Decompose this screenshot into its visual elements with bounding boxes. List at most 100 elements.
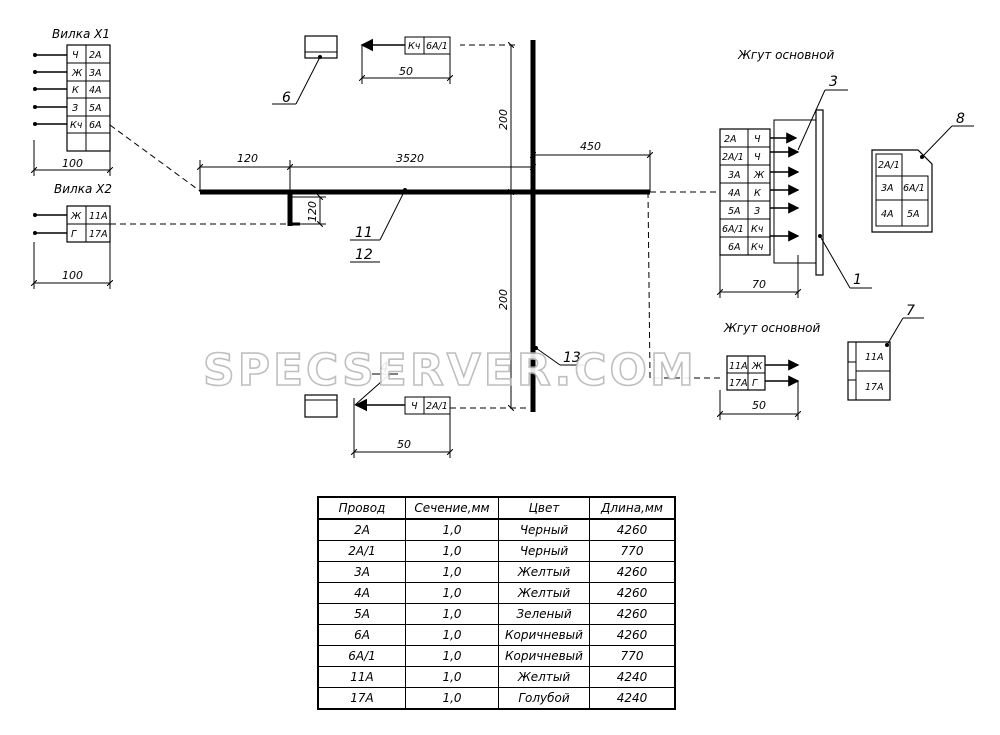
- table-cell: Желтый: [498, 582, 590, 604]
- x1-pin-wire: 5А: [89, 103, 102, 114]
- branch-top-color: Кч: [408, 41, 421, 52]
- dimension-120: 120: [237, 152, 258, 165]
- branch-bottom-dimension: 50: [397, 438, 411, 451]
- table-cell: 5А: [317, 603, 406, 625]
- table-cell: 1,0: [405, 561, 499, 583]
- callout-11-12: 11 12: [350, 188, 407, 263]
- table-cell: Желтый: [498, 561, 590, 583]
- connector-x1: Вилка X1 Ч 2А Ж 3А К 4А З 5А Кч 6А: [33, 27, 110, 176]
- dimension-200-bottom: 200: [497, 289, 510, 310]
- harness-top-pin-color: К: [754, 188, 762, 199]
- table-cell: 4260: [589, 582, 676, 604]
- harness-main-bottom-title: Жгут основной: [723, 321, 821, 335]
- harness-top-pin-color: Кч: [751, 224, 764, 235]
- table-header: Сечение,мм: [405, 496, 499, 520]
- table-cell: Черный: [498, 540, 590, 562]
- table-cell: 11А: [317, 666, 406, 688]
- table-cell: 1,0: [405, 645, 499, 667]
- harness-main-top-title: Жгут основной: [737, 48, 835, 62]
- table-cell: 770: [589, 540, 676, 562]
- table-cell: 3А: [317, 561, 406, 583]
- callout-3: 3: [829, 74, 838, 90]
- table-cell: 4240: [589, 666, 676, 688]
- block-8-cell: 5А: [907, 209, 920, 220]
- callout-12: 12: [355, 247, 373, 263]
- table-cell: 1,0: [405, 540, 499, 562]
- table-cell: Коричневый: [498, 624, 590, 646]
- branch-bottom-color: Ч: [411, 401, 418, 412]
- table-cell: 1,0: [405, 666, 499, 688]
- part-4: 4: [304, 360, 398, 418]
- block-8-cell: 2А/1: [878, 160, 900, 171]
- harness-top-pin-color: Кч: [751, 242, 764, 253]
- harness-bottom-pin-wire: 11А: [729, 361, 748, 372]
- branch-top-wire: 6А/1: [426, 41, 448, 52]
- harness-main-top: Жгут основной 2А Ч 2А/1 Ч 3А Ж 4А К 5А З…: [720, 48, 872, 298]
- harness-dimensions: [200, 45, 650, 408]
- dimension-120-vertical: 120: [306, 201, 319, 222]
- table-cell: 1,0: [405, 518, 499, 541]
- block-7: 11А 17А 7: [847, 303, 924, 401]
- callout-11: 11: [355, 225, 373, 241]
- table-cell: 6А/1: [317, 645, 406, 667]
- harness-top-pin-wire: 3А: [728, 170, 741, 181]
- callout-7: 7: [906, 303, 915, 319]
- table-cell: 4260: [589, 624, 676, 646]
- x2-pin-wire: 11А: [89, 211, 108, 222]
- harness-top-pin-wire: 6А: [728, 242, 741, 253]
- x2-dimension: 100: [62, 269, 83, 282]
- table-cell: 4240: [589, 687, 676, 710]
- harness-top-pin-wire: 2А/1: [722, 152, 744, 163]
- callout-4: 4: [380, 360, 389, 376]
- table-cell: Черный: [498, 518, 590, 541]
- block-8-cell: 6А/1: [903, 183, 925, 194]
- block-7-cell: 17А: [865, 382, 884, 393]
- table-cell: 2А/1: [317, 540, 406, 562]
- table-header: Длина,мм: [589, 496, 676, 520]
- dimension-200-top: 200: [497, 109, 510, 130]
- table-cell: 1,0: [405, 624, 499, 646]
- x2-pin-wire: 17А: [89, 229, 108, 240]
- table-cell: 4260: [589, 603, 676, 625]
- callout-6: 6: [282, 90, 291, 106]
- part-6: 6: [272, 35, 338, 106]
- callout-13: 13: [534, 346, 584, 366]
- callout-8: 8: [956, 111, 965, 127]
- harness-main-bottom: Жгут основной 11А Ж 17А Г 50: [720, 321, 821, 420]
- x1-pin-color: Ж: [71, 68, 83, 79]
- harness-top-pin-color: З: [754, 206, 760, 217]
- x1-pin-wire: 3А: [89, 68, 102, 79]
- table-cell: 4260: [589, 561, 676, 583]
- harness-top-pin-color: Ж: [753, 170, 765, 181]
- x2-pin-color: Ж: [70, 211, 82, 222]
- table-header: Цвет: [498, 496, 590, 520]
- block-8-cell: 4А: [881, 209, 894, 220]
- table-cell: 2А: [317, 518, 406, 541]
- x1-pin-color: Кч: [70, 120, 83, 131]
- callout-1: 1: [853, 272, 862, 288]
- harness-top-pin-wire: 2А: [724, 134, 737, 145]
- connector-x2-title: Вилка X2: [54, 182, 112, 196]
- x1-pin-wire: 2А: [89, 50, 102, 61]
- dashed-leaders: [109, 44, 720, 409]
- table-cell: Коричневый: [498, 645, 590, 667]
- table-cell: 6А: [317, 624, 406, 646]
- table-cell: 17А: [317, 687, 406, 710]
- table-cell: 1,0: [405, 603, 499, 625]
- connector-x2: Вилка X2 Ж 11А Г 17А 100: [33, 182, 112, 289]
- table-cell: Зеленый: [498, 603, 590, 625]
- branch-top: Кч 6А/1 50: [362, 36, 450, 84]
- x1-pin-wire: 6А: [89, 120, 102, 131]
- harness-main-bottom-dimension: 50: [752, 399, 766, 412]
- harness-bottom-pin-color: Г: [752, 378, 758, 389]
- connector-x1-title: Вилка X1: [52, 27, 110, 41]
- harness-bottom-pin-color: Ж: [751, 361, 763, 372]
- x1-dimension: 100: [62, 157, 83, 170]
